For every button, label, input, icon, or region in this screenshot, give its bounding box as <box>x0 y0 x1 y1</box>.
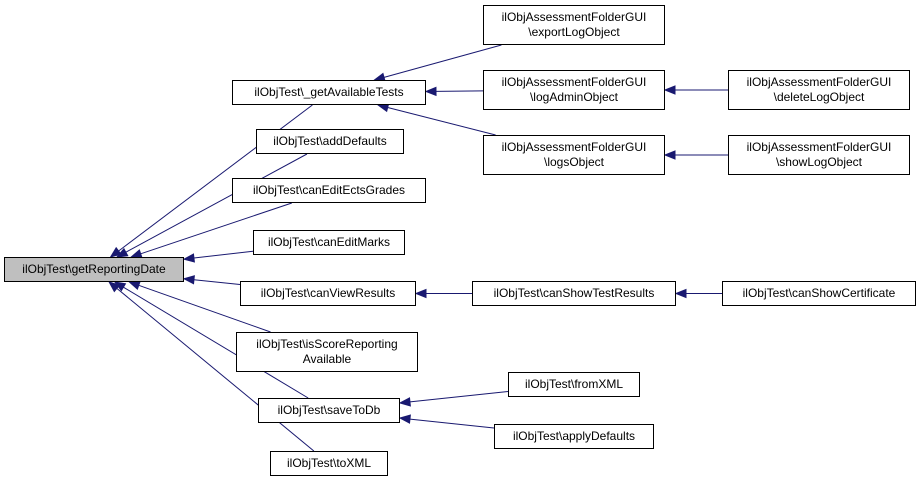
edge-arrowhead-applyDefaults-to-saveToDb <box>398 414 411 424</box>
node-to-xml[interactable]: ilObjTest\toXML <box>270 451 388 476</box>
node-can-show-test-results[interactable]: ilObjTest\canShowTestResults <box>472 281 676 306</box>
node-label: ilObjTest\getReportingDate <box>22 262 166 276</box>
node-label: ilObjTest\applyDefaults <box>512 429 636 443</box>
edge-arrowhead-isScoreReportingAvailable-to-getReportingDate <box>128 281 141 290</box>
edge-arrowhead-canEditMarks-to-getReportingDate <box>182 253 195 263</box>
node-label: ilObjTest\canEditMarks <box>267 235 391 249</box>
node-label-line-2: \showLogObject <box>775 155 863 169</box>
node-export-log-object[interactable]: ilObjAssessmentFolderGUI \exportLogObjec… <box>483 5 665 45</box>
node-can-view-results[interactable]: ilObjTest\canViewResults <box>240 281 416 306</box>
node-save-to-db[interactable]: ilObjTest\saveToDb <box>258 398 400 423</box>
edge-applyDefaults-to-saveToDb <box>409 418 495 429</box>
node-can-edit-ects-grades[interactable]: ilObjTest\canEditEctsGrades <box>232 178 426 203</box>
node-is-score-reporting-available[interactable]: ilObjTest\isScoreReporting Available <box>236 332 418 372</box>
node-label-line-1: ilObjAssessmentFolderGUI <box>746 140 892 154</box>
edge-arrowhead-fromXML-to-saveToDb <box>398 397 411 407</box>
node-label-line-2: \logAdminObject <box>529 90 619 104</box>
node-label: ilObjTest\canEditEctsGrades <box>252 183 406 197</box>
edge-arrowhead-canShowCertificate-to-canShowTestResults <box>674 288 687 299</box>
node-label-line-1: ilObjTest\isScoreReporting <box>256 337 398 351</box>
node-label: ilObjTest\canShowCertificate <box>742 286 896 300</box>
node-from-xml[interactable]: ilObjTest\fromXML <box>508 372 640 397</box>
node-can-edit-marks[interactable]: ilObjTest\canEditMarks <box>253 230 405 255</box>
edge-toXML-to-getReportingDate <box>116 287 315 452</box>
edge-arrowhead-logAdminObject-to-getAvailableTests <box>424 86 437 97</box>
edge-canEditMarks-to-getReportingDate <box>193 250 254 259</box>
node-label-line-1: ilObjAssessmentFolderGUI <box>501 140 647 154</box>
edge-fromXML-to-saveToDb <box>409 391 509 403</box>
edge-canEditEctsGrades-to-getReportingDate <box>140 202 292 255</box>
edge-arrowhead-toXML-to-getReportingDate <box>108 281 121 293</box>
node-show-log-object[interactable]: ilObjAssessmentFolderGUI \showLogObject <box>728 135 910 175</box>
edge-exportLogObject-to-getAvailableTests <box>383 44 502 78</box>
node-apply-defaults[interactable]: ilObjTest\applyDefaults <box>494 424 654 449</box>
edge-canViewResults-to-getReportingDate <box>193 279 241 285</box>
node-log-admin-object[interactable]: ilObjAssessmentFolderGUI \logAdminObject <box>483 70 665 110</box>
node-label-line-2: Available <box>302 352 352 366</box>
node-label: ilObjTest\fromXML <box>524 377 624 391</box>
node-label-line-2: \logsObject <box>543 155 605 169</box>
node-label-line-2: \deleteLogObject <box>773 90 865 104</box>
edge-getAvailableTests-to-getReportingDate <box>118 104 313 252</box>
node-add-defaults[interactable]: ilObjTest\addDefaults <box>256 129 404 154</box>
node-label-line-1: ilObjAssessmentFolderGUI <box>746 75 892 89</box>
node-label-line-1: ilObjAssessmentFolderGUI <box>501 75 647 89</box>
edge-arrowhead-canViewResults-to-getReportingDate <box>182 275 195 285</box>
node-label: ilObjTest\_getAvailableTests <box>254 85 404 99</box>
node-label: ilObjTest\canShowTestResults <box>493 286 655 300</box>
node-label: ilObjTest\saveToDb <box>277 403 381 417</box>
edge-isScoreReportingAvailable-to-getReportingDate <box>138 284 271 333</box>
node-label: ilObjTest\addDefaults <box>273 134 387 148</box>
edge-arrowhead-addDefaults-to-getReportingDate <box>115 247 129 258</box>
edge-arrowhead-showLogObject-to-logsObject <box>663 150 676 160</box>
node-label: ilObjTest\toXML <box>286 456 372 470</box>
node-label: ilObjTest\canViewResults <box>260 286 396 300</box>
node-label-line-2: \exportLogObject <box>528 25 620 39</box>
node-can-show-certificate[interactable]: ilObjTest\canShowCertificate <box>722 281 916 306</box>
edge-saveToDb-to-getReportingDate <box>123 286 309 399</box>
node-delete-log-object[interactable]: ilObjAssessmentFolderGUI \deleteLogObjec… <box>728 70 910 110</box>
node-label-line-1: ilObjAssessmentFolderGUI <box>501 10 647 24</box>
node-logs-object[interactable]: ilObjAssessmentFolderGUI \logsObject <box>483 135 665 175</box>
node-get-available-tests[interactable]: ilObjTest\_getAvailableTests <box>232 80 426 105</box>
edge-addDefaults-to-getReportingDate <box>125 153 308 253</box>
edge-logsObject-to-getAvailableTests <box>387 106 496 136</box>
node-get-reporting-date[interactable]: ilObjTest\getReportingDate <box>4 257 184 282</box>
edge-arrowhead-canShowTestResults-to-canViewResults <box>414 288 427 299</box>
edge-arrowhead-deleteLogObject-to-logAdminObject <box>663 85 676 95</box>
